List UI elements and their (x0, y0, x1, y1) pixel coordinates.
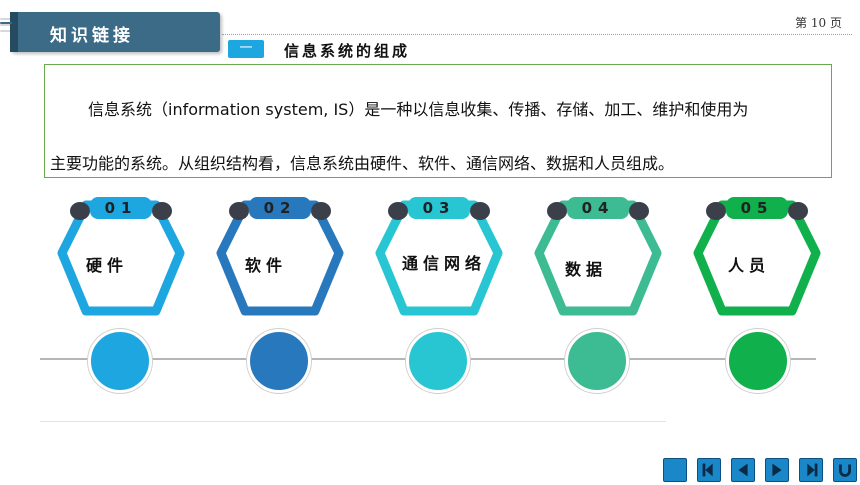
component-card: 03 (374, 195, 504, 325)
hexagon-frame (375, 197, 503, 316)
component-label: 人员 (728, 256, 771, 275)
last-page-icon[interactable] (799, 458, 823, 482)
header-banner (10, 12, 220, 52)
component-label: 硬件 (86, 256, 129, 275)
hexagon-frame (693, 197, 821, 316)
hexagon-frame (57, 197, 185, 316)
home-square-icon[interactable] (663, 458, 687, 482)
page-number: 第 10 页 (795, 16, 842, 30)
intro-box (44, 64, 832, 178)
component-label: 数据 (565, 260, 608, 279)
return-icon[interactable] (833, 458, 857, 482)
timeline-node (88, 329, 152, 393)
footer-divider (40, 421, 666, 422)
component-number: 03 (422, 199, 456, 217)
header-divider (222, 34, 852, 35)
component-card: 04 (533, 195, 663, 325)
component-number: 02 (263, 199, 297, 217)
component-card: 05 (692, 195, 822, 325)
timeline-node (726, 329, 790, 393)
component-label: 软件 (245, 256, 288, 275)
component-number: 01 (104, 199, 138, 217)
next-page-icon[interactable] (765, 458, 789, 482)
previous-page-icon[interactable] (731, 458, 755, 482)
component-number: 05 (740, 199, 774, 217)
section-index-tab: 一 (228, 40, 264, 58)
component-number: 04 (581, 199, 615, 217)
section-title: 信息系统的组成 (284, 42, 411, 60)
header-title: 知识链接 (50, 26, 134, 46)
hexagon-frame (216, 197, 344, 316)
timeline-node (565, 329, 629, 393)
first-page-icon[interactable] (697, 458, 721, 482)
timeline-node (406, 329, 470, 393)
hexagon-frame (534, 197, 662, 316)
component-label: 通信网络 (402, 254, 487, 273)
clip-decoration (0, 22, 12, 24)
timeline-node (247, 329, 311, 393)
component-card: 02 (215, 195, 345, 325)
component-card: 01 (56, 195, 186, 325)
intro-text-line-2: 主要功能的系统。从组织结构看，信息系统由硬件、软件、通信网络、数据和人员组成。 (50, 154, 675, 173)
intro-text-line-1: 信息系统（information system, IS）是一种以信息收集、传播、… (88, 100, 749, 119)
